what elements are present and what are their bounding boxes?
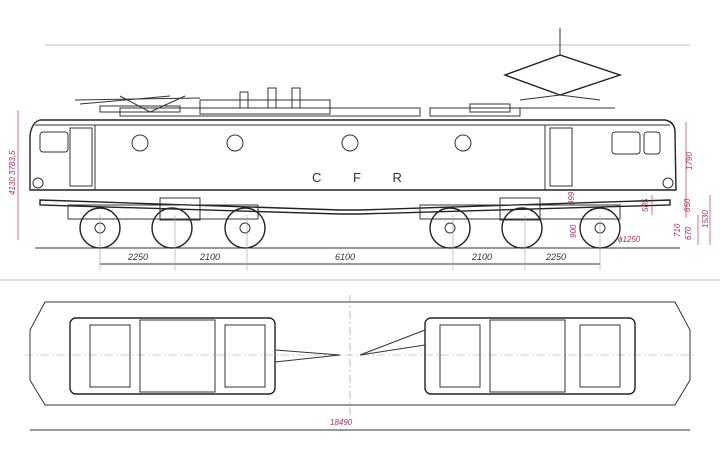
door-left [69,127,93,187]
right-height-dimensions: 1790 999 585 650 1530 710 670 900 ϕ1250 [567,122,711,245]
cab-window-left [39,131,69,153]
porthole-window [454,134,472,152]
porthole-window [226,134,244,152]
dim-left-height: 4130 3783,5 [8,150,17,195]
dim-650: 650 [683,198,692,212]
dim-1790: 1790 [685,152,694,170]
dim-wheel-diameter: ϕ1250 [618,235,641,244]
locomotive-body: C F R [29,119,677,191]
dim-1530: 1530 [701,210,710,228]
plan-bogie-right [359,317,636,395]
dim-wheelbase-1: 2250 [127,252,148,262]
dim-wheelbase-2: 2100 [199,252,220,262]
dim-999: 999 [567,191,576,205]
door-right [549,127,573,187]
bogie-left [67,197,266,249]
dim-overall-length: 18490 [330,418,353,427]
pantograph-right [469,28,623,113]
roof-equipment [119,87,521,117]
porthole-window [131,134,149,152]
dim-wheelbase-4: 2100 [471,252,492,262]
plan-outline [29,301,691,406]
body-lettering: C F R [312,170,416,185]
dim-900: 900 [569,224,578,238]
side-view: C F R [8,28,711,270]
dim-wheelbase-3: 6100 [335,252,355,262]
wheelbase-dimensions: 2250 2100 6100 2100 2250 [99,215,601,270]
dim-710: 710 [673,223,682,237]
headlight-right [662,177,674,189]
cab-window-right [611,131,641,155]
headlight-left [32,177,44,189]
dim-wheelbase-5: 2250 [545,252,566,262]
bogie-right [419,197,621,249]
pantograph-left [74,95,201,113]
left-height-dimension: 4130 3783,5 [8,110,19,240]
dim-670: 670 [684,226,693,240]
underframe [39,199,671,215]
plan-view: 18490 [25,295,695,431]
porthole-window [341,134,359,152]
dim-585: 585 [641,198,650,212]
plan-bogie-left [69,317,341,395]
